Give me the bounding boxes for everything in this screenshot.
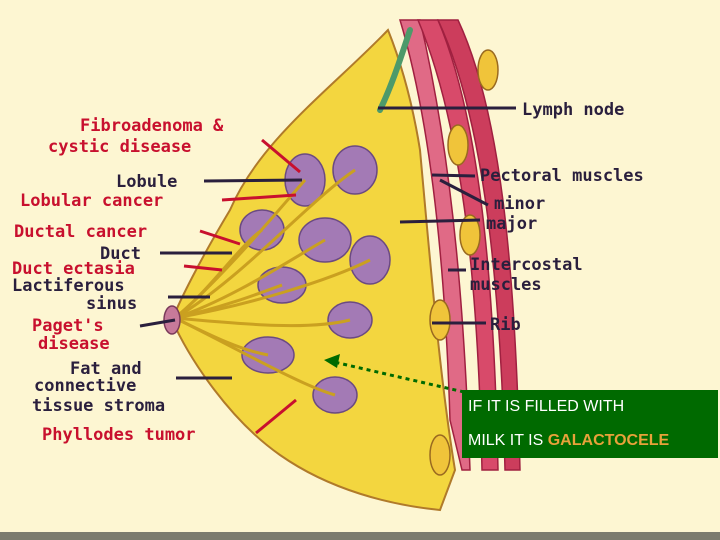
label-fat-line3: tissue stroma — [32, 396, 165, 416]
label-intercostal-line1: Intercostal — [470, 255, 583, 275]
callout-line1: IF IT IS FILLED WITH — [468, 390, 718, 424]
callout-line2: MILK IT IS GALACTOCELE — [468, 424, 718, 458]
label-fibroadenoma-line1: Fibroadenoma & — [80, 116, 223, 136]
label-phyllodes-tumor: Phyllodes tumor — [42, 425, 196, 445]
label-fat-line2: connective — [34, 376, 136, 396]
label-lymph-node: Lymph node — [522, 100, 624, 120]
label-major: major — [486, 214, 537, 234]
label-lactiferous-line2: sinus — [86, 294, 137, 314]
label-pagets-line2: disease — [38, 334, 110, 354]
label-ductal-cancer: Ductal cancer — [14, 222, 147, 242]
rib — [478, 50, 498, 90]
label-lactiferous-line1: Lactiferous — [12, 276, 125, 296]
galactocele-callout: IF IT IS FILLED WITH MILK IT IS GALACTOC… — [462, 390, 718, 458]
rib — [448, 125, 468, 165]
callout-line2-prefix: MILK IT IS — [468, 432, 548, 449]
rib — [430, 300, 450, 340]
callout-highlight: GALACTOCELE — [548, 432, 669, 449]
rib — [430, 435, 450, 475]
label-pagets-line1: Paget's — [32, 316, 104, 336]
bottom-strip — [0, 532, 720, 540]
label-pectoral-muscles: Pectoral muscles — [480, 166, 644, 186]
label-fibroadenoma-line2: cystic disease — [48, 137, 191, 157]
label-minor: minor — [494, 194, 545, 214]
label-lobule: Lobule — [116, 172, 177, 192]
label-lobular-cancer: Lobular cancer — [20, 191, 163, 211]
label-rib: Rib — [490, 315, 521, 335]
label-intercostal-line2: muscles — [470, 275, 542, 295]
